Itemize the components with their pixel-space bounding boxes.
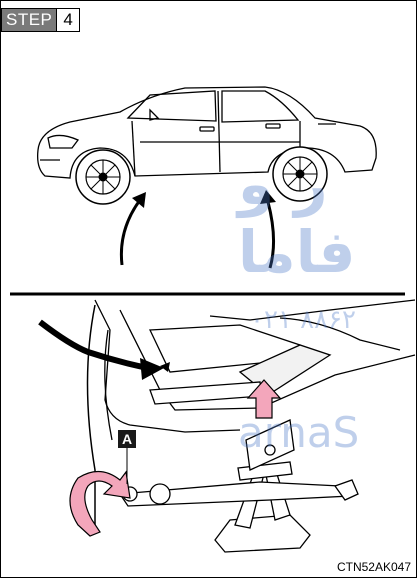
watermark-text-3: arnaS bbox=[238, 408, 359, 457]
watermark-text-2: ۰۲۱ ۸۸۶۲ bbox=[250, 305, 356, 335]
front-wheel bbox=[76, 150, 130, 204]
watermark-text-1: ر و فاما bbox=[238, 150, 417, 286]
jack-point-arrow-detail bbox=[40, 322, 164, 380]
callout-label-a: A bbox=[118, 430, 136, 448]
figure-code: CTN52AK047 bbox=[337, 560, 411, 574]
rotate-handle-arrow bbox=[70, 471, 130, 536]
jack-point-arrow-front bbox=[121, 192, 146, 265]
